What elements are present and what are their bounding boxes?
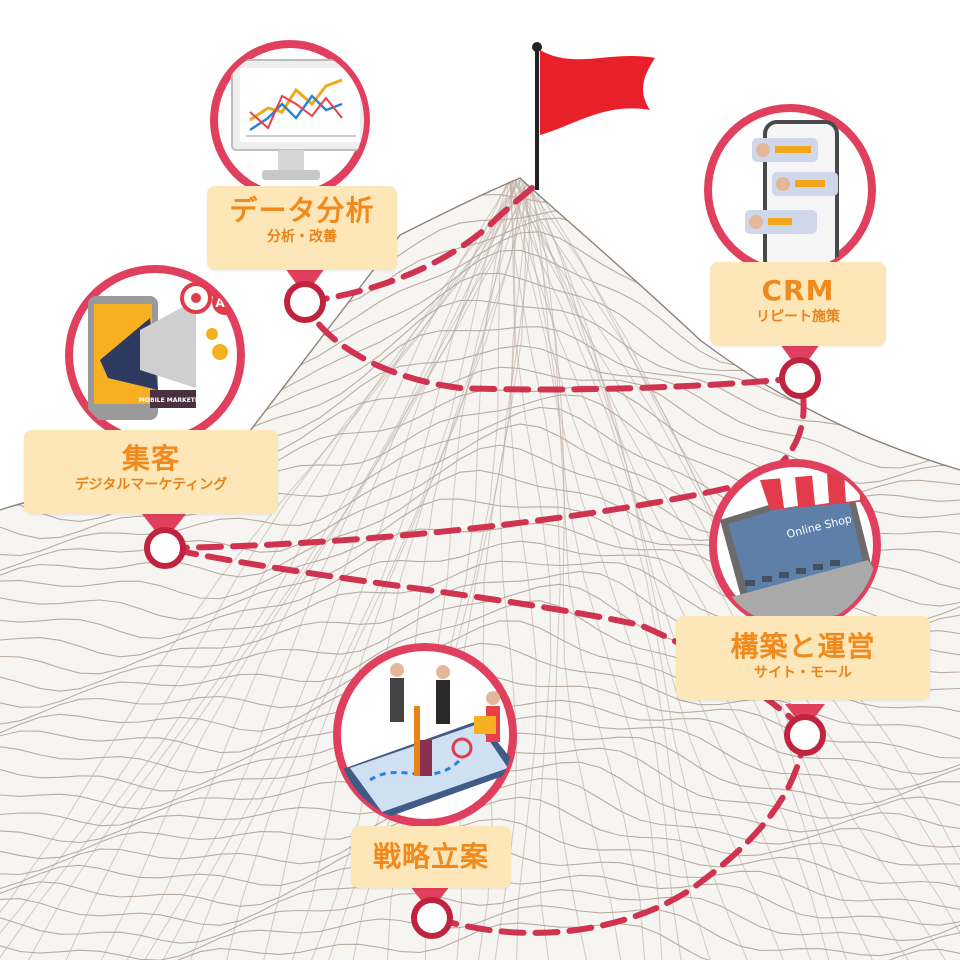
step-subtitle-build-operate: サイト・モール [754, 665, 852, 681]
strategy-planning-icon [340, 663, 513, 820]
step-label-crm: CRM リピート施策 [710, 262, 886, 346]
smartphone-reviews-icon [745, 120, 839, 272]
mobile-marketing-megaphone-icon: MOBILE MARKETING AD [88, 282, 238, 420]
step-subtitle-crm: リピート施策 [756, 309, 840, 325]
pin-data-analysis [210, 40, 370, 323]
pin-strategy-planning [333, 643, 517, 939]
step-title-build-operate: 構築と運営 [730, 630, 876, 663]
step-title-customer-acquisition: 集客 [121, 442, 180, 475]
step-subtitle-data-analysis: 分析・改善 [267, 229, 337, 245]
summit-flag-icon [532, 42, 655, 190]
step-title-data-analysis: データ分析 [229, 194, 375, 227]
analytics-monitor-icon [231, 59, 364, 180]
step-label-data-analysis: データ分析 分析・改善 [207, 186, 397, 270]
step-title-crm: CRM [761, 274, 835, 307]
step-label-customer-acquisition: 集客 デジタルマーケティング [24, 430, 278, 514]
step-label-strategy-planning: 戦略立案 [351, 826, 511, 888]
pin-crm [704, 104, 876, 399]
pin-customer-acquisition: MOBILE MARKETING AD [65, 265, 245, 569]
step-label-build-operate: 構築と運営 サイト・モール [676, 616, 930, 700]
step-title-strategy-planning: 戦略立案 [372, 840, 489, 873]
mobile-marketing-badge: MOBILE MARKETING [139, 397, 207, 404]
step-subtitle-customer-acquisition: デジタルマーケティング [74, 477, 228, 493]
